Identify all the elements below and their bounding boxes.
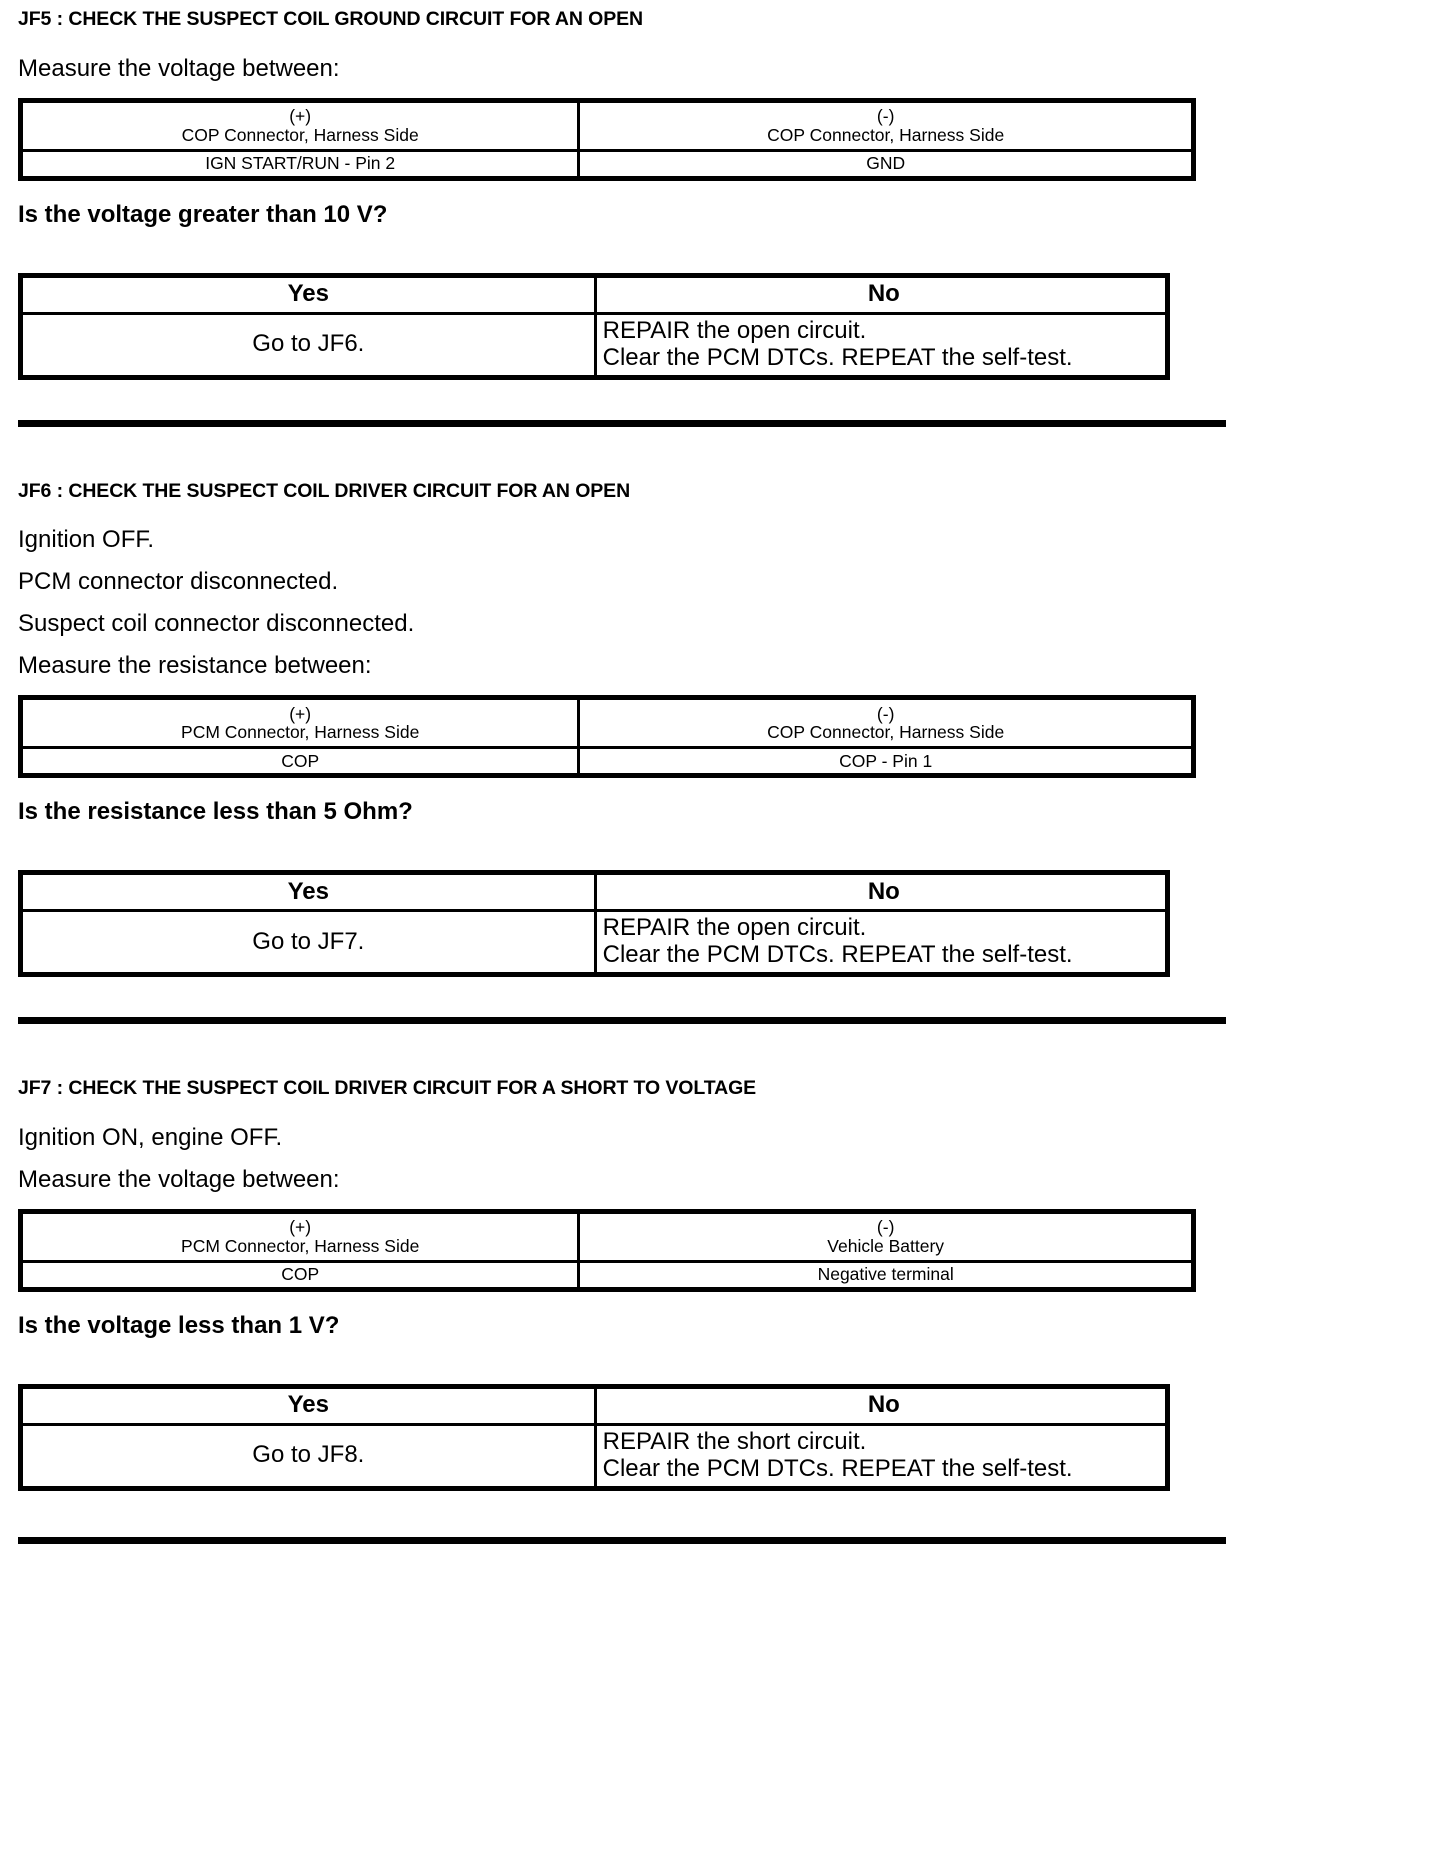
question-jf6: Is the resistance less than 5 Ohm? [18, 798, 413, 825]
section-divider-3 [18, 1536, 1226, 1544]
polarity-negative: (-) [876, 1217, 895, 1238]
question-jf5: Is the voltage greater than 10 V? [18, 200, 388, 228]
decision-action-no-line1: REPAIR the open circuit. [602, 914, 867, 942]
measurement-header-positive: (+) COP Connector, Harness Side [17, 97, 581, 152]
table-row: (+) COP Connector, Harness Side (-) COP … [17, 97, 1196, 152]
connector-negative: COP Connector, Harness Side [767, 722, 1005, 742]
table-row: Go to JF7. REPAIR the open circuit. Clea… [18, 910, 1171, 977]
measurement-point-positive: COP [17, 747, 581, 778]
connector-positive: PCM Connector, Harness Side [181, 1235, 420, 1256]
step-title-jf7: JF7 : CHECK THE SUSPECT COIL DRIVER CIRC… [18, 1077, 757, 1099]
measurement-point-negative: GND [578, 150, 1196, 181]
decision-table-jf6: Yes No Go to JF7. REPAIR the open circui… [18, 870, 1171, 977]
decision-action-yes: Go to JF7. [18, 910, 597, 977]
connector-negative: Vehicle Battery [827, 1235, 945, 1256]
section-jf6: JF6 : CHECK THE SUSPECT COIL DRIVER CIRC… [0, 479, 1240, 977]
table-row: (+) PCM Connector, Harness Side (-) COP … [17, 695, 1196, 749]
measurement-header-negative: (-) Vehicle Battery [578, 1208, 1196, 1263]
condition-jf6-1: Ignition OFF. [18, 526, 155, 553]
decision-action-yes: Go to JF6. [18, 313, 597, 380]
decision-table-jf7: Yes No Go to JF8. REPAIR the short circu… [18, 1383, 1171, 1491]
decision-table-jf5: Yes No Go to JF6. REPAIR the open circui… [18, 272, 1171, 380]
table-row: Go to JF6. REPAIR the open circuit. Clea… [18, 313, 1171, 380]
decision-action-yes: Go to JF8. [18, 1424, 597, 1491]
decision-header-no: No [595, 272, 1171, 315]
section-divider-2 [18, 1017, 1226, 1024]
polarity-positive: (+) [289, 703, 312, 724]
table-row: COP Negative terminal [17, 1261, 1196, 1292]
section-jf7: JF7 : CHECK THE SUSPECT COIL DRIVER CIRC… [0, 1077, 1240, 1491]
decision-action-no-line2: Clear the PCM DTCs. REPEAT the self-test… [602, 343, 1073, 371]
instruction-jf6: Measure the resistance between: [18, 652, 372, 679]
measurement-point-positive: IGN START/RUN - Pin 2 [17, 150, 581, 181]
condition-jf6-3: Suspect coil connector disconnected. [18, 610, 415, 637]
decision-header-yes: Yes [18, 272, 597, 315]
measurement-point-negative: Negative terminal [578, 1261, 1196, 1292]
table-row: (+) PCM Connector, Harness Side (-) Vehi… [17, 1208, 1196, 1263]
connector-negative: COP Connector, Harness Side [767, 124, 1005, 145]
polarity-negative: (-) [876, 106, 895, 127]
decision-action-no-line1: REPAIR the open circuit. [602, 316, 867, 344]
document-page: JF5 : CHECK THE SUSPECT COIL GROUND CIRC… [0, 0, 1240, 1544]
measurement-header-positive: (+) PCM Connector, Harness Side [17, 695, 581, 749]
table-row: Yes No [18, 1383, 1171, 1426]
polarity-negative: (-) [876, 703, 895, 724]
table-row: Yes No [18, 870, 1171, 912]
measurement-table-jf5: (+) COP Connector, Harness Side (-) COP … [17, 97, 1196, 181]
decision-action-no: REPAIR the open circuit. Clear the PCM D… [595, 313, 1171, 380]
measurement-header-negative: (-) COP Connector, Harness Side [578, 695, 1196, 749]
connector-positive: PCM Connector, Harness Side [181, 722, 420, 742]
decision-header-yes: Yes [18, 870, 597, 912]
table-row: IGN START/RUN - Pin 2 GND [17, 150, 1196, 181]
table-row: Go to JF8. REPAIR the short circuit. Cle… [18, 1424, 1171, 1491]
polarity-positive: (+) [289, 1217, 312, 1238]
table-row: COP COP - Pin 1 [17, 747, 1196, 778]
decision-header-yes: Yes [18, 1383, 597, 1426]
section-jf5: JF5 : CHECK THE SUSPECT COIL GROUND CIRC… [0, 0, 1240, 380]
decision-header-no: No [595, 1383, 1171, 1426]
instruction-jf7: Measure the voltage between: [18, 1165, 340, 1193]
measurement-point-negative: COP - Pin 1 [578, 747, 1196, 778]
measurement-header-negative: (-) COP Connector, Harness Side [578, 97, 1196, 152]
polarity-positive: (+) [289, 106, 312, 127]
connector-positive: COP Connector, Harness Side [181, 124, 419, 145]
decision-action-no: REPAIR the short circuit. Clear the PCM … [595, 1424, 1171, 1491]
section-divider-1 [18, 419, 1226, 427]
measurement-point-positive: COP [17, 1261, 581, 1292]
condition-jf7-1: Ignition ON, engine OFF. [18, 1123, 283, 1151]
decision-action-no-line2: Clear the PCM DTCs. REPEAT the self-test… [602, 1454, 1073, 1482]
condition-jf6-2: PCM connector disconnected. [18, 568, 339, 595]
decision-action-no-line1: REPAIR the short circuit. [602, 1427, 867, 1455]
decision-action-no: REPAIR the open circuit. Clear the PCM D… [595, 910, 1171, 977]
step-title-jf5: JF5 : CHECK THE SUSPECT COIL GROUND CIRC… [18, 8, 644, 30]
measurement-header-positive: (+) PCM Connector, Harness Side [17, 1208, 581, 1263]
decision-action-no-line2: Clear the PCM DTCs. REPEAT the self-test… [602, 941, 1073, 968]
table-row: Yes No [18, 272, 1171, 315]
step-title-jf6: JF6 : CHECK THE SUSPECT COIL DRIVER CIRC… [18, 479, 631, 502]
measurement-table-jf7: (+) PCM Connector, Harness Side (-) Vehi… [17, 1208, 1196, 1292]
decision-header-no: No [595, 870, 1171, 912]
question-jf7: Is the voltage less than 1 V? [18, 1311, 340, 1339]
measurement-table-jf6: (+) PCM Connector, Harness Side (-) COP … [17, 695, 1196, 778]
instruction-jf5: Measure the voltage between: [18, 54, 340, 82]
